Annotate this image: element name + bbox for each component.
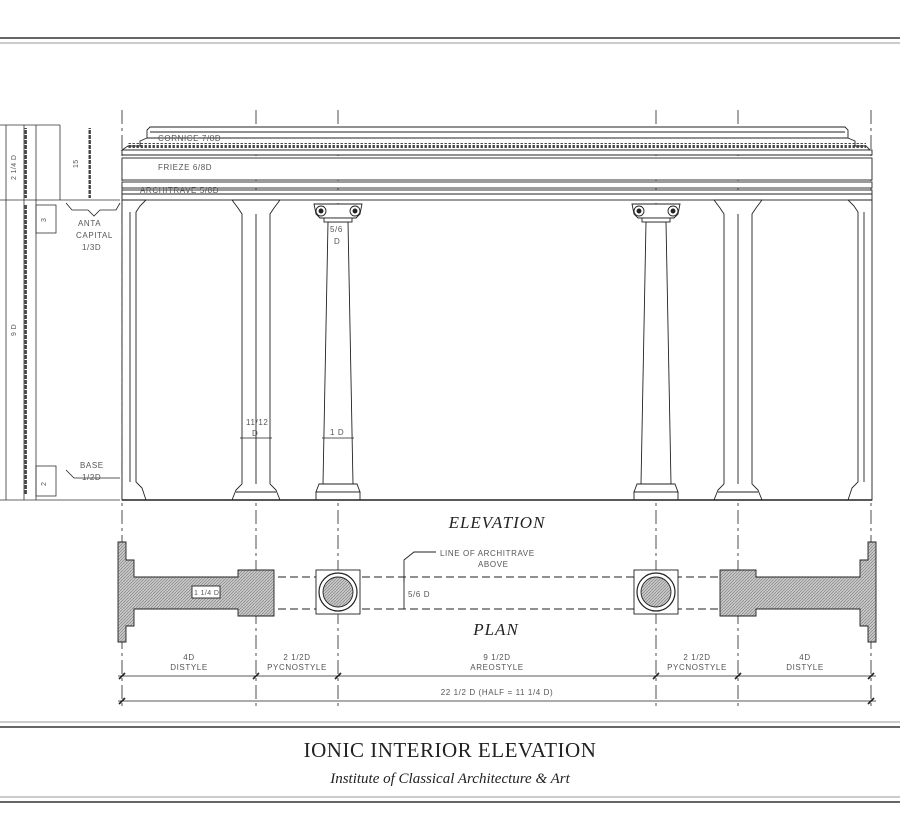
architrave-note: LINE OF ARCHITRAVE ABOVE [440, 549, 535, 569]
base-label: BASE 1/2D [80, 461, 104, 482]
svg-text:ABOVE: ABOVE [478, 560, 509, 569]
svg-text:AREOSTYLE: AREOSTYLE [470, 663, 523, 672]
svg-text:2 1/2D: 2 1/2D [683, 653, 710, 662]
svg-text:DISTYLE: DISTYLE [786, 663, 824, 672]
svg-text:2 1/2D: 2 1/2D [283, 653, 310, 662]
svg-text:ANTA: ANTA [78, 219, 101, 228]
elevation-heading: ELEVATION [448, 513, 546, 532]
entablature [120, 126, 873, 201]
elevation-columns [121, 199, 873, 501]
svg-text:BASE: BASE [80, 461, 104, 470]
sheet-frame [0, 37, 900, 803]
scale-capital-cells: 3 [41, 218, 48, 222]
column-top-label: 5/6 D [330, 225, 343, 246]
elevation-dimensions [65, 202, 354, 479]
svg-text:9 1/2D: 9 1/2D [483, 653, 510, 662]
svg-text:D: D [334, 237, 340, 246]
anta-width-label: 11/12 D [246, 418, 268, 438]
svg-text:4D: 4D [799, 653, 810, 662]
scale-ent-height: 2 1/4 D [11, 155, 18, 180]
svg-text:1/2D: 1/2D [82, 473, 101, 482]
scale-order-height: 9 D [11, 324, 18, 336]
cornice-label: CORNICE 7/8D [158, 134, 221, 143]
module-scale [0, 124, 120, 501]
plan [117, 541, 877, 643]
svg-text:DISTYLE: DISTYLE [170, 663, 208, 672]
svg-text:4D: 4D [183, 653, 194, 662]
svg-text:1/3D: 1/3D [82, 243, 101, 252]
scale-ent-cells: 15 [73, 159, 80, 168]
overall-dimension: 22 1/2 D (HALF = 11 1/4 D) [441, 688, 554, 697]
title-block: IONIC INTERIOR ELEVATION Institute of Cl… [0, 728, 900, 788]
svg-text:PYCNOSTYLE: PYCNOSTYLE [267, 663, 327, 672]
scale-base-cells: 2 [41, 482, 48, 486]
spacing-labels: 4D DISTYLE 2 1/2D PYCNOSTYLE 9 1/2D AREO… [170, 653, 824, 672]
architrave-label: ARCHITRAVE 5/8D [140, 186, 219, 195]
svg-text:5/6: 5/6 [330, 225, 343, 234]
svg-text:PYCNOSTYLE: PYCNOSTYLE [667, 663, 727, 672]
frieze-label: FRIEZE 6/8D [158, 163, 212, 172]
svg-text:D: D [252, 429, 258, 438]
column-diameter-label: 1 D [330, 428, 344, 437]
architrave-depth-label: 5/6 D [408, 590, 430, 599]
svg-text:11/12: 11/12 [246, 418, 268, 427]
spacing-dimensions [118, 672, 876, 705]
svg-text:LINE OF ARCHITRAVE: LINE OF ARCHITRAVE [440, 549, 535, 558]
drawing-title: IONIC INTERIOR ELEVATION [303, 738, 597, 762]
anta-capital-label: ANTA CAPITAL 1/3D [76, 219, 113, 252]
institute-name: Institute of Classical Architecture & Ar… [330, 771, 570, 787]
svg-text:CAPITAL: CAPITAL [76, 231, 113, 240]
plan-heading: PLAN [472, 620, 519, 639]
wall-dimension-label: 1 1/4 D [194, 590, 219, 597]
